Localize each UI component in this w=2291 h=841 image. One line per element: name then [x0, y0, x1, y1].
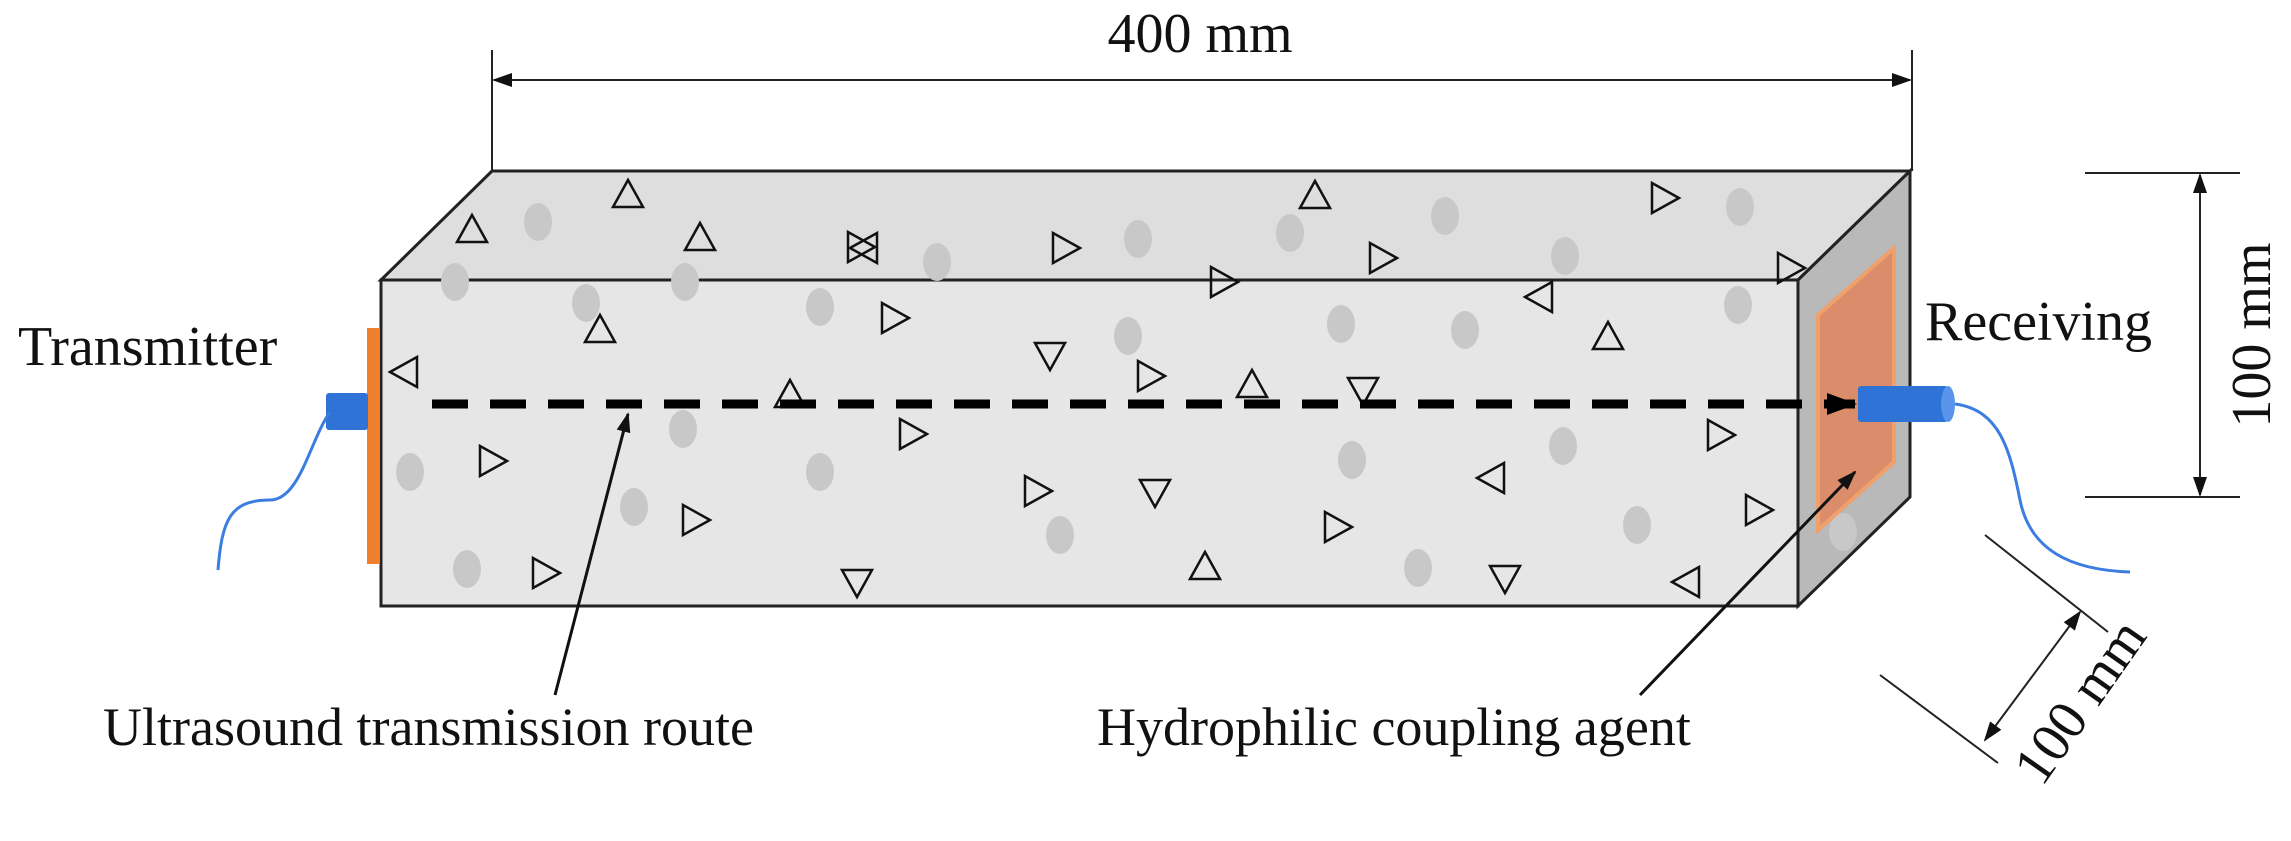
receiving-label: Receiving [1925, 291, 2152, 353]
aggregate-triangle-icon [1522, 279, 1554, 315]
aggregate-triangle-icon [1706, 417, 1738, 453]
aggregate-triangle-icon [682, 220, 718, 252]
aggregate-triangle-icon [1590, 319, 1626, 351]
aggregate-dot-icon [453, 550, 481, 588]
aggregate-triangle-icon [478, 443, 510, 479]
aggregate-dot-icon [923, 243, 951, 281]
aggregate-dot-icon [441, 263, 469, 301]
aggregate-dot-icon [1623, 506, 1651, 544]
transmitter-cable [216, 411, 332, 571]
aggregate-dot-icon [572, 284, 600, 322]
depth-label: 100 mm [2002, 608, 2159, 795]
aggregate-triangle-icon [1323, 509, 1355, 545]
receiver-probe-icon [1858, 386, 1948, 422]
length-label: 400 mm [1107, 3, 1292, 65]
aggregate-triangle-icon [1368, 240, 1400, 276]
aggregate-triangle-icon [880, 300, 912, 336]
aggregate-dot-icon [1431, 197, 1459, 235]
aggregate-triangle-icon [1209, 264, 1241, 300]
aggregate-dot-icon [1451, 311, 1479, 349]
aggregate-dot-icon [524, 203, 552, 241]
aggregate-dot-icon [620, 488, 648, 526]
aggregate-triangle-icon [387, 354, 419, 390]
aggregate-triangle-icon [1669, 564, 1701, 600]
aggregate-dot-icon [1327, 305, 1355, 343]
aggregate-triangle-icon [1487, 564, 1523, 596]
route-label: Ultrasound transmission route [103, 697, 754, 757]
coupling-leader-arrow [1638, 470, 1857, 697]
aggregate-triangle-icon [1137, 478, 1173, 510]
aggregate-dot-icon [1276, 214, 1304, 252]
aggregate-triangle-icon [1345, 376, 1381, 408]
aggregate-dot-icon [1404, 549, 1432, 587]
aggregate-dot-icon [1724, 286, 1752, 324]
aggregate-dot-icon [1829, 513, 1857, 551]
aggregate-dot-icon [1114, 317, 1142, 355]
aggregate-dot-icon [1338, 441, 1366, 479]
aggregate-triangle-icon [847, 230, 879, 266]
aggregate-triangle-icon [1297, 178, 1333, 210]
aggregate-triangle-icon [1650, 180, 1682, 216]
aggregate-dot-icon [669, 410, 697, 448]
aggregate-triangle-icon [681, 502, 713, 538]
transmitter-probe-icon [326, 393, 368, 430]
aggregate-triangle-icon [1051, 230, 1083, 266]
aggregate-dot-icon [1124, 220, 1152, 258]
aggregate-dot-icon [671, 263, 699, 301]
aggregate-triangle-icon [1187, 549, 1223, 581]
aggregate-dot-icon [1046, 516, 1074, 554]
aggregate-dot-icon [1726, 188, 1754, 226]
receiver-probe-cap [1941, 386, 1955, 422]
depth-ext-bottom [1879, 674, 1999, 764]
aggregate-dots [396, 188, 1857, 588]
aggregate-triangle-icon [610, 177, 646, 209]
aggregate-dot-icon [396, 453, 424, 491]
aggregate-triangle-icon [1136, 358, 1168, 394]
aggregate-triangle-icon [531, 555, 563, 591]
aggregate-triangle-icon [839, 568, 875, 600]
receiver-cable [1954, 402, 2131, 574]
aggregate-triangle-icon [582, 312, 618, 344]
transmitter-label: Transmitter [18, 316, 278, 378]
aggregate-triangle-icon [1234, 367, 1270, 399]
transmitter-plate [367, 328, 380, 564]
height-label: 100 mm [2221, 242, 2283, 427]
aggregate-triangle-icon [898, 416, 930, 452]
coupling-agent-pad [1816, 243, 1896, 535]
aggregate-triangles [387, 177, 1808, 600]
coupling-label: Hydrophilic coupling agent [1097, 697, 1691, 757]
aggregate-dot-icon [806, 453, 834, 491]
aggregate-triangle-icon [1776, 250, 1808, 286]
aggregate-dot-icon [1549, 427, 1577, 465]
depth-dimension-line [1983, 610, 2082, 742]
route-leader-arrow [553, 412, 631, 696]
aggregate-triangle-icon [1474, 460, 1506, 496]
aggregate-triangle-icon [1744, 492, 1776, 528]
aggregate-dot-icon [806, 288, 834, 326]
aggregate-triangle-icon [454, 212, 490, 244]
aggregate-triangle-icon [1032, 341, 1068, 373]
aggregate-triangle-icon [1023, 473, 1055, 509]
depth-ext-top [1984, 534, 2109, 633]
aggregate-dot-icon [1551, 237, 1579, 275]
